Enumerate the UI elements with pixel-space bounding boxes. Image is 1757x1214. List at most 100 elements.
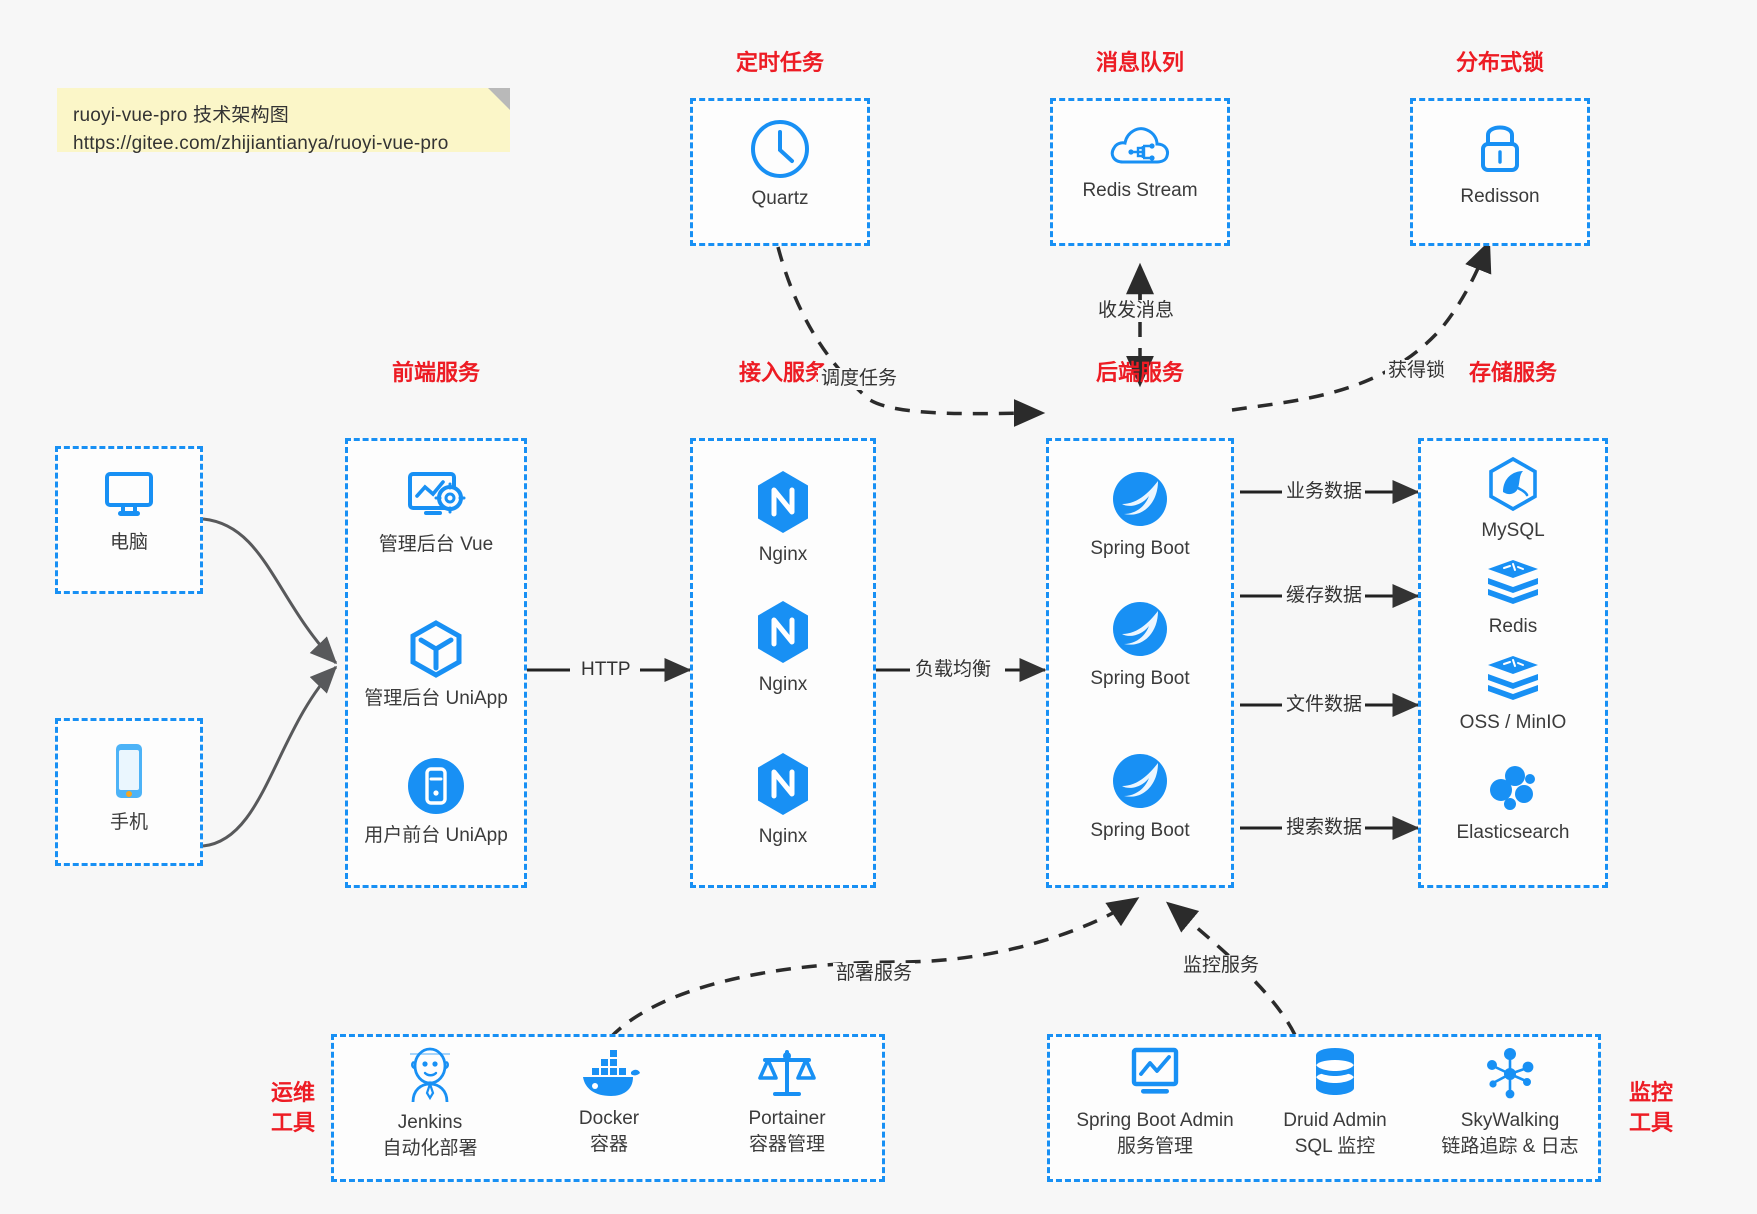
node-label: Jenkins [397,1112,463,1133]
group-title-scheduler: 定时任务 [735,50,824,75]
group-title-backend: 后端服务 [1095,360,1184,385]
node-redis[interactable]: Redis [1418,556,1608,640]
clock-icon [751,120,809,178]
node-sublabel: 链路追踪 & 日志 [1441,1136,1579,1157]
edge-label-business-data: 业务数据 [1283,481,1366,503]
node-label: Nginx [758,544,808,565]
edge-label-file-data: 文件数据 [1283,694,1366,716]
node-phone[interactable]: 手机 [55,740,203,836]
edge-label-search-data: 搜索数据 [1283,817,1366,839]
node-user-uniapp[interactable]: 用户前台 UniApp [340,755,532,849]
edge-label-http: HTTP [578,659,634,681]
node-redis-stream[interactable]: Redis Stream [1040,120,1240,204]
nginx-icon [758,471,808,533]
node-redisson[interactable]: Redisson [1410,116,1590,210]
object-storage-icon [1488,656,1538,700]
node-nginx-2[interactable]: Nginx [690,598,876,698]
node-oss-minio[interactable]: OSS / MinIO [1418,652,1608,736]
node-nginx-1[interactable]: Nginx [690,468,876,568]
node-label: OSS / MinIO [1459,712,1567,733]
node-druid-admin[interactable]: Druid Admin SQL 监控 [1250,1046,1420,1160]
node-label: Elasticsearch [1456,822,1570,843]
edge-label-monitor-service: 监控服务 [1180,955,1263,977]
note-fold-icon [488,88,510,110]
node-elasticsearch[interactable]: Elasticsearch [1418,762,1608,846]
node-label: Spring Boot [1090,538,1190,559]
node-spring-boot-3[interactable]: Spring Boot [1046,750,1234,844]
group-title-mq: 消息队列 [1095,50,1184,75]
node-sublabel: 容器管理 [748,1134,825,1155]
node-sublabel: 容器 [589,1134,628,1155]
cube-icon [410,620,462,678]
node-admin-uniapp[interactable]: 管理后台 UniApp [340,618,532,712]
group-mq[interactable] [1050,98,1230,246]
database-icon [1316,1048,1354,1095]
node-computer[interactable]: 电脑 [55,466,203,556]
node-label: 管理后台 Vue [378,534,494,555]
node-label: Quartz [751,188,809,209]
note-line-url: https://gitee.com/zhijiantianya/ruoyi-vu… [73,133,449,154]
node-label: SkyWalking [1460,1110,1560,1131]
node-quartz[interactable]: Quartz [690,118,870,212]
smartphone-icon [116,744,142,798]
devops-title-line1: 运维 [270,1080,315,1105]
spring-leaf-icon [1113,472,1167,526]
node-mysql[interactable]: MySQL [1418,456,1608,544]
group-title-gateway: 接入服务 [738,360,827,385]
monitor-title-line1: 监控 [1628,1080,1673,1105]
nginx-icon [758,753,808,815]
node-label: Docker [578,1108,640,1129]
diagram-note: ruoyi-vue-pro 技术架构图 https://gitee.com/zh… [57,88,510,154]
node-label: Spring Boot Admin [1076,1110,1234,1131]
node-label: 用户前台 UniApp [364,825,508,846]
node-label: Portainer [748,1108,826,1129]
cloud-stream-icon [1110,127,1169,164]
node-label: Redis Stream [1082,180,1198,201]
node-label: MySQL [1481,520,1545,541]
lock-icon [1481,125,1519,172]
node-label: Redisson [1460,186,1540,207]
edge-label-schedule-task: 调度任务 [818,368,901,390]
node-label: Nginx [758,826,808,847]
group-title-lock: 分布式锁 [1455,50,1544,75]
node-skywalking[interactable]: SkyWalking 链路追踪 & 日志 [1420,1046,1600,1160]
group-title-storage: 存储服务 [1468,360,1557,385]
node-spring-boot-1[interactable]: Spring Boot [1046,468,1234,562]
desktop-icon [105,472,153,516]
node-docker[interactable]: Docker 容器 [524,1046,694,1158]
node-spring-boot-2[interactable]: Spring Boot [1046,598,1234,692]
node-sublabel: 服务管理 [1116,1136,1193,1157]
node-label: Druid Admin [1283,1110,1387,1131]
node-jenkins[interactable]: Jenkins 自动化部署 [345,1046,515,1162]
node-nginx-3[interactable]: Nginx [690,750,876,850]
spring-leaf-icon [1113,602,1167,656]
note-line-title: ruoyi-vue-pro 技术架构图 [73,105,290,126]
node-label: 电脑 [109,532,148,553]
node-label: 管理后台 UniApp [364,688,508,709]
node-label: 手机 [109,812,148,833]
nginx-icon [758,601,808,663]
group-title-frontend: 前端服务 [391,360,480,385]
mysql-dolphin-icon [1489,456,1537,512]
devops-title-line2: 工具 [270,1110,315,1135]
jenkins-butler-icon [410,1047,450,1103]
node-label: Nginx [758,674,808,695]
node-portainer[interactable]: Portainer 容器管理 [702,1046,872,1158]
mobile-app-icon [408,758,464,814]
node-label: Redis [1488,616,1538,637]
group-title-devops: 运维 工具 [258,1078,328,1138]
docker-whale-icon [583,1050,640,1096]
node-sublabel: SQL 监控 [1294,1136,1376,1157]
node-sublabel: 自动化部署 [382,1138,478,1159]
network-nodes-icon [1487,1048,1534,1099]
node-spring-boot-admin[interactable]: Spring Boot Admin 服务管理 [1060,1046,1250,1160]
node-label: Spring Boot [1090,668,1190,689]
edge-label-cache-data: 缓存数据 [1283,585,1366,607]
group-computer[interactable] [55,446,203,594]
node-label: Spring Boot [1090,820,1190,841]
node-admin-vue[interactable]: 管理后台 Vue [340,468,532,558]
elasticsearch-icon [1490,766,1535,810]
monitor-title-line2: 工具 [1628,1110,1673,1135]
edge-label-acquire-lock: 获得锁 [1385,360,1449,382]
edge-label-load-balance: 负载均衡 [912,659,995,681]
